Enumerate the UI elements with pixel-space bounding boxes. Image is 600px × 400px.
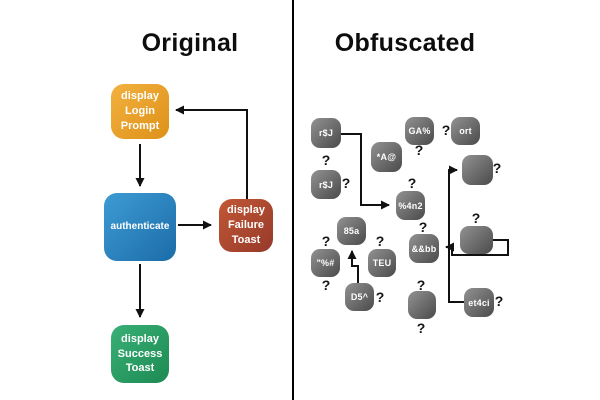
node-label: ort — [459, 126, 472, 136]
question-mark: ? — [471, 210, 481, 226]
question-mark: ? — [416, 320, 426, 336]
node-label: 85a — [343, 226, 360, 236]
question-mark: ? — [407, 175, 417, 191]
node-label: D5^ — [350, 292, 369, 302]
question-mark: ? — [492, 160, 502, 176]
obf-node-4n2: %4n2 — [396, 191, 425, 220]
node-label: &&bb — [411, 243, 437, 254]
node-label: et4ci — [468, 297, 490, 308]
question-mark: ? — [418, 219, 428, 235]
flow-node-authenticate: authenticate — [104, 193, 176, 261]
question-mark: ? — [375, 233, 385, 249]
obf-node-85a: 85a — [337, 217, 366, 245]
original-panel-title: Original — [141, 29, 239, 57]
obf-node-ort: ort — [451, 117, 480, 145]
node-label: *A@ — [376, 152, 397, 162]
node-label: Success — [117, 347, 163, 360]
node-label: GA% — [408, 126, 431, 136]
node-label: authenticate — [110, 221, 170, 233]
node-label: r$J — [318, 179, 334, 190]
node-label: %4n2 — [398, 200, 423, 211]
node-label: Login — [125, 105, 155, 118]
obf-node-rj: r$J — [311, 118, 341, 148]
obf-node-ga: GA% — [405, 117, 434, 145]
node-label: display — [227, 204, 265, 217]
question-mark: ? — [341, 175, 351, 191]
node-label: Toast — [231, 233, 261, 246]
flow-arrow-failure-back-to-login — [175, 105, 248, 199]
question-mark: ? — [321, 233, 331, 249]
node-label: TEU — [372, 258, 392, 268]
obf-node-rj: r$J — [311, 170, 341, 199]
obf-node-d5: D5^ — [345, 283, 374, 311]
node-label: r$J — [318, 128, 334, 138]
obf-node-et4ci: et4ci — [464, 288, 494, 317]
question-mark: ? — [375, 289, 385, 305]
question-mark: ? — [494, 293, 504, 309]
node-label: Toast — [125, 362, 155, 375]
obf-node-blank — [408, 291, 436, 319]
obf-node-bb: &&bb — [409, 234, 439, 263]
question-mark: ? — [416, 277, 426, 293]
obf-node-blank — [462, 155, 493, 185]
flow-arrow-d5-to-85a — [347, 250, 359, 283]
node-label: display — [121, 332, 159, 345]
question-mark: ? — [321, 277, 331, 293]
obf-node-a: *A@ — [371, 142, 402, 172]
obfuscated-panel-title: Obfuscated — [334, 29, 476, 57]
question-mark: ? — [441, 122, 451, 138]
node-label: Failure — [227, 219, 265, 232]
panel-divider — [292, 0, 294, 400]
obf-node-teu: TEU — [368, 249, 396, 277]
question-mark: ? — [414, 142, 424, 158]
node-label: display — [121, 90, 159, 103]
question-mark: ? — [321, 152, 331, 168]
node-label: "%# — [316, 258, 335, 268]
obf-node-blank — [460, 226, 493, 254]
obf-node-: "%# — [311, 249, 340, 277]
node-label: Prompt — [120, 119, 160, 132]
